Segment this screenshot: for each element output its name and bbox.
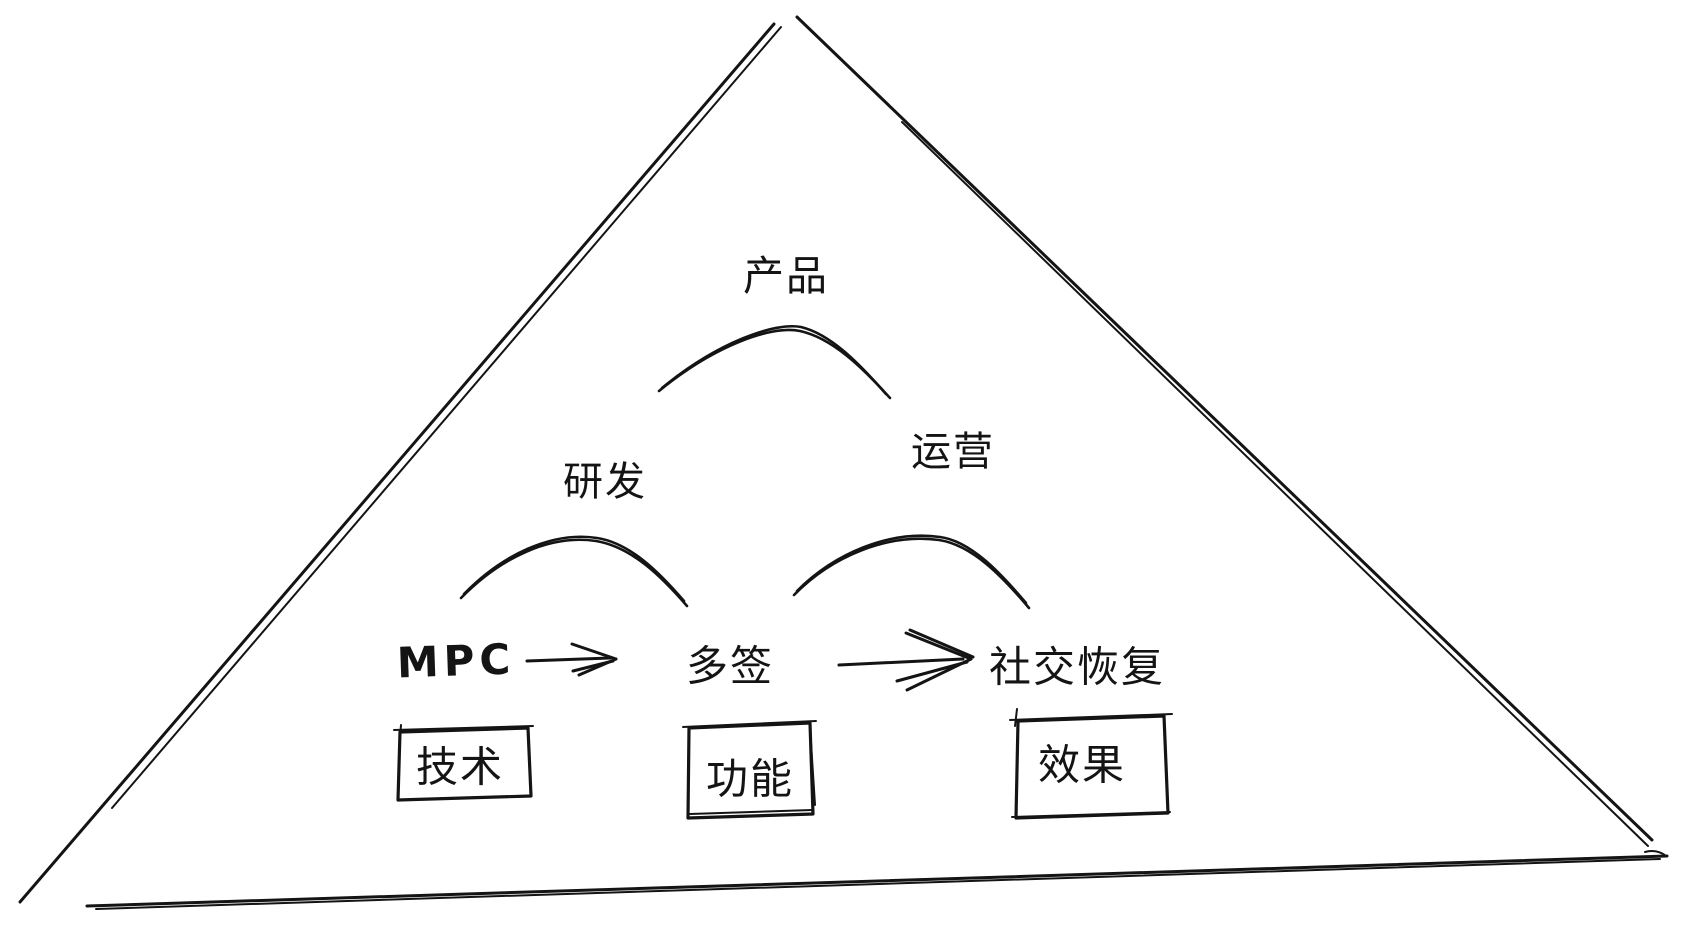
arrow-multisig-to-social-recovery xyxy=(837,628,975,692)
technology-box-label: 技术 xyxy=(415,742,505,792)
rnd-label: 研发 xyxy=(563,459,647,505)
function-box-label: 功能 xyxy=(705,754,795,804)
pyramid-left-edge xyxy=(18,22,782,904)
function-box xyxy=(682,720,817,820)
arrow-mpc-to-multisig xyxy=(525,642,618,677)
operations-label: 运营 xyxy=(911,429,995,475)
effect-box-label: 效果 xyxy=(1037,740,1127,790)
product-label: 产品 xyxy=(743,252,829,300)
effect-box xyxy=(1009,708,1173,820)
mpc-label: MPC xyxy=(395,634,517,688)
technology-box xyxy=(393,724,534,802)
pyramid-right-edge xyxy=(795,15,1654,847)
left-arc xyxy=(459,535,689,608)
social-recovery-label: 社交恢复 xyxy=(988,642,1166,692)
pyramid-base xyxy=(85,850,1669,910)
multisig-label: 多签 xyxy=(685,641,775,691)
right-arc xyxy=(792,534,1031,610)
top-arc xyxy=(657,324,892,400)
